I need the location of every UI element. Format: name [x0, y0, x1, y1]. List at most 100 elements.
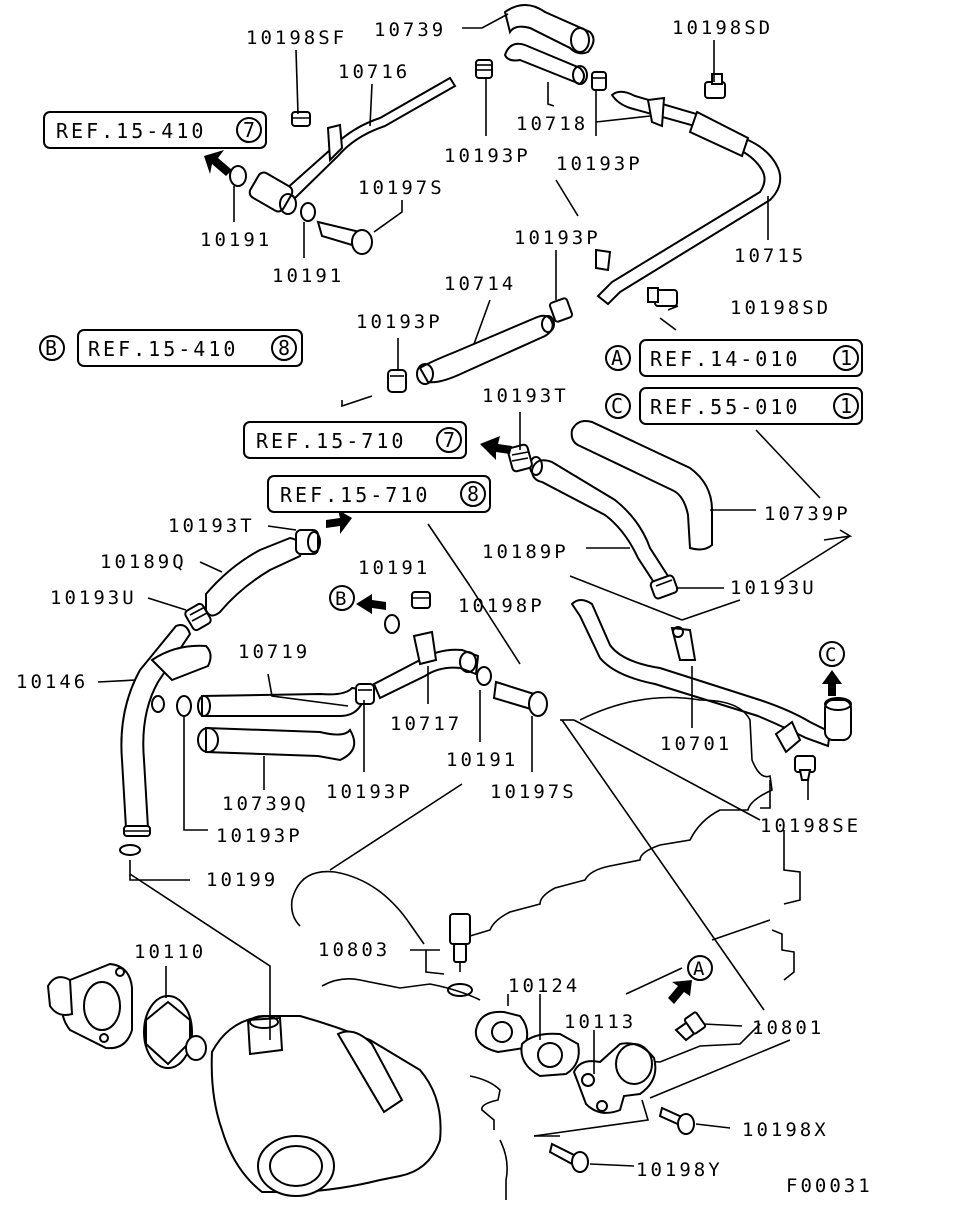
label-10715: 10715: [734, 245, 806, 267]
ref-text: REF.15-710: [280, 483, 430, 507]
ref-num: 8: [467, 482, 482, 506]
marker-c: C: [819, 641, 845, 667]
ref-box-14-010-1: A REF.14-010 1: [605, 339, 863, 377]
ref-text: REF.15-410: [56, 119, 206, 143]
ref-box-15-710-7: REF.15-710 7: [243, 421, 467, 459]
arrow-ref-15410-7: [204, 150, 232, 176]
oring-10191-d: [384, 614, 400, 634]
label-10191-c: 10191: [358, 557, 430, 579]
label-10719: 10719: [238, 641, 310, 663]
hose-10718: [503, 42, 588, 86]
label-10198x: 10198X: [742, 1119, 829, 1141]
label-10739p: 10739P: [764, 503, 851, 525]
diagram-code: F00031: [786, 1175, 873, 1197]
arrows: [204, 150, 842, 1004]
bolt-10198sd-top: [704, 73, 726, 99]
label-10801: 10801: [752, 1017, 824, 1039]
arrow-c: [822, 670, 842, 696]
thermostat: [143, 995, 207, 1069]
clamp-10193u-left: [184, 602, 212, 632]
label-10803: 10803: [318, 939, 390, 961]
ref-box-15-410-7: REF.15-410 7: [43, 111, 267, 149]
ref-num: 7: [443, 428, 458, 452]
label-10193p-d: 10193P: [356, 311, 443, 333]
ref-num: 7: [243, 118, 258, 142]
marker-a: A: [687, 955, 713, 981]
bolt-10198y: [548, 1142, 589, 1173]
ref-letter: A: [611, 346, 626, 370]
label-10198sd-a: 10198SD: [672, 17, 773, 39]
label-10197s-b: 10197S: [490, 781, 577, 803]
ref-box-15-710-8: REF.15-710 8: [267, 475, 491, 513]
clamp-10193p-top: [475, 59, 607, 91]
arrow-b: [356, 594, 386, 614]
bolt-10197s-bottom: [492, 680, 548, 717]
label-10198se: 10198SE: [760, 815, 861, 837]
oring-10191-b: [300, 202, 316, 222]
oring-10199: [119, 844, 141, 856]
bolt-10198sf: [291, 111, 311, 127]
label-10113: 10113: [564, 1011, 636, 1033]
bolt-10198se: [794, 755, 816, 781]
label-10193p-f: 10193P: [216, 825, 303, 847]
label-10124: 10124: [508, 975, 580, 997]
hose-10739: [503, 4, 595, 55]
pipe-10146: [120, 624, 212, 837]
label-10189p: 10189P: [482, 541, 569, 563]
sensor-10803: [447, 913, 473, 997]
label-10193t-b: 10193T: [168, 515, 255, 537]
oring-10191-c: [476, 666, 492, 686]
label-10189q: 10189Q: [100, 551, 187, 573]
label-10193p-a: 10193P: [444, 145, 531, 167]
water-outlet-10113: [572, 1042, 657, 1114]
sensor-10801: [674, 1011, 707, 1042]
ref-num: 8: [278, 336, 293, 360]
label-10193u-a: 10193U: [50, 587, 137, 609]
hose-10739p: [570, 420, 713, 551]
bolt-10197s-top: [316, 220, 373, 255]
ref-box-55-010-1: C REF.55-010 1: [605, 387, 863, 425]
label-10197s-a: 10197S: [358, 177, 445, 199]
hose-10714: [416, 314, 555, 385]
label-10198p: 10198P: [458, 595, 545, 617]
label-10714: 10714: [444, 273, 516, 295]
ref-text: REF.15-410: [88, 337, 238, 361]
label-10193u-b: 10193U: [730, 577, 817, 599]
ref-letter: B: [45, 336, 60, 360]
hose-10189q: [205, 536, 304, 617]
label-10717: 10717: [390, 713, 462, 735]
hose-10739q: [197, 726, 356, 762]
arrow-ref-15710-8: [326, 510, 352, 534]
label-10739q: 10739Q: [222, 793, 309, 815]
label-10198y: 10198Y: [636, 1159, 723, 1181]
pipe-10715: [595, 90, 782, 306]
ref-text: REF.14-010: [650, 347, 800, 371]
pipe-10701: [570, 599, 852, 754]
clamp-10193t-left: [295, 529, 321, 555]
label-10198sd-b: 10198SD: [730, 297, 831, 319]
marker-b: B: [329, 585, 355, 611]
label-10193p-e: 10193P: [326, 781, 413, 803]
oring-10191-a: [229, 165, 247, 187]
label-10191-b: 10191: [272, 265, 344, 287]
label-10191-d: 10191: [446, 749, 518, 771]
ref-box-15-410-8: B REF.15-410 8: [39, 329, 303, 367]
label-10193p-c: 10193P: [514, 227, 601, 249]
label-10198sf: 10198SF: [246, 27, 347, 49]
label-10146: 10146: [16, 671, 88, 693]
arrow-a: [668, 980, 692, 1004]
label-10718: 10718: [516, 113, 588, 135]
pipe-10716: [248, 76, 457, 215]
label-10701: 10701: [660, 733, 732, 755]
ref-num: 1: [840, 394, 855, 418]
svg-text:A: A: [693, 958, 707, 980]
bolt-10198x: [658, 1106, 695, 1135]
clamp-10193u-right: [649, 574, 679, 600]
label-10199: 10199: [206, 869, 278, 891]
ref-letter: C: [611, 394, 626, 418]
label-10110: 10110: [134, 941, 206, 963]
clamp-10193t-right: [507, 443, 533, 473]
svg-text:C: C: [825, 644, 839, 666]
gasket-10124: [474, 1010, 580, 1078]
